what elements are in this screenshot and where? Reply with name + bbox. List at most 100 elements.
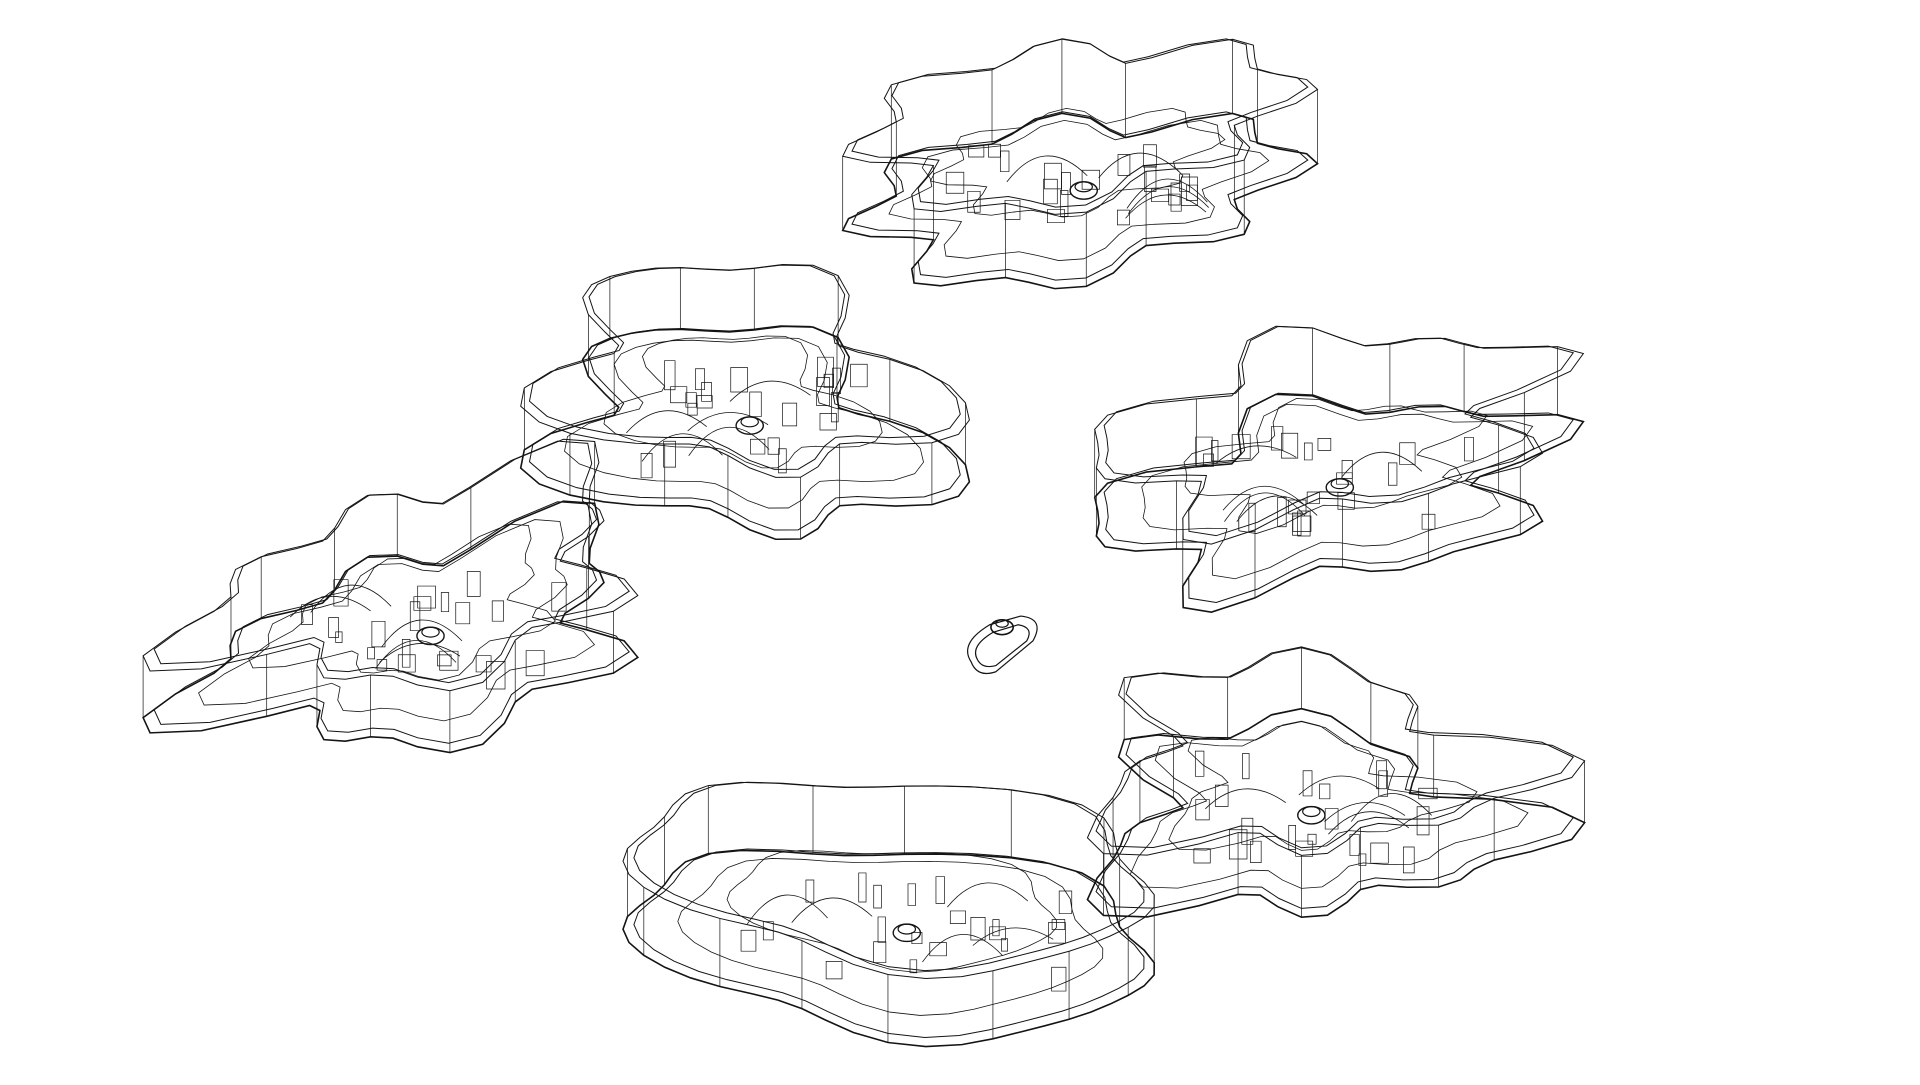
- piece-inner-block: [910, 960, 917, 973]
- piece-inner-curve: [642, 434, 722, 462]
- piece-inner-block: [946, 172, 964, 193]
- piece-left: [143, 439, 638, 752]
- piece-inner-block: [1118, 154, 1130, 175]
- piece-nut-ring: [1070, 182, 1097, 199]
- piece-inner-block: [1419, 788, 1437, 798]
- piece-inner-wall: [931, 108, 1225, 217]
- piece-inner-curve: [1299, 776, 1379, 795]
- piece-inner-block: [908, 884, 916, 906]
- piece-inner-block: [1271, 427, 1282, 450]
- piece-inner-curve: [1237, 496, 1317, 522]
- piece-inner-block: [688, 403, 697, 415]
- piece-inner-curve: [689, 427, 769, 455]
- piece-inner-block: [440, 651, 458, 670]
- piece-inner-curve: [1325, 803, 1405, 822]
- piece-inner-block: [1059, 891, 1072, 914]
- piece-nut-hole: [1303, 807, 1320, 817]
- piece-base-rim: [1104, 393, 1573, 602]
- piece-inner-block: [1242, 818, 1253, 844]
- piece-inner-block: [1242, 754, 1249, 779]
- piece-inner-block: [750, 439, 764, 454]
- piece-inner-block: [1298, 511, 1310, 536]
- piece-inner-block: [968, 191, 980, 212]
- piece-wall-top: [521, 264, 970, 477]
- piece-wall-top: [623, 782, 1154, 978]
- piece-wall-top: [143, 439, 638, 690]
- piece-inner-curve: [311, 585, 391, 612]
- piece-inner-block: [878, 917, 885, 942]
- piece-nut-hole: [898, 924, 915, 934]
- piece-inner-block: [763, 922, 773, 940]
- piece-inner-block: [664, 361, 675, 390]
- piece-inner-block: [936, 877, 945, 904]
- piece-inner-curve: [1351, 794, 1431, 822]
- piece-base-outline: [623, 850, 1154, 1046]
- piece-nut-hole: [1075, 182, 1092, 192]
- piece-inner-block: [1465, 437, 1474, 461]
- piece-inner-block: [824, 374, 834, 387]
- piece-inner-wall: [604, 336, 882, 468]
- piece-inner-block: [418, 586, 436, 608]
- piece-inner-block: [874, 885, 882, 908]
- piece-inner-curve: [1216, 446, 1296, 464]
- piece-inner-block: [1117, 210, 1129, 225]
- piece-inner-block: [750, 392, 762, 417]
- piece-inner-block: [1250, 841, 1261, 862]
- piece-inner-curve: [382, 620, 462, 647]
- piece-inner-block: [990, 927, 1006, 940]
- piece-inner-floor: [1130, 722, 1528, 889]
- piece-inner-floor: [199, 520, 595, 721]
- piece-inner-curve: [1126, 195, 1206, 218]
- piece-inner-block: [334, 580, 348, 606]
- piece-inner-curve: [922, 934, 1002, 962]
- piece-inner-block: [467, 572, 480, 597]
- piece-inner-block: [1338, 493, 1354, 510]
- piece-inner-block: [1278, 497, 1287, 526]
- piece-inner-block: [1203, 454, 1213, 466]
- piece-inner-block: [1303, 771, 1312, 796]
- center-connector: [968, 616, 1038, 673]
- piece-base-rim: [154, 502, 629, 743]
- piece-inner-block: [783, 403, 797, 426]
- piece-inner-block: [1400, 443, 1415, 465]
- piece-inner-block: [438, 655, 452, 666]
- piece-wall-top-inner: [529, 265, 960, 469]
- piece-inner-block: [826, 961, 842, 979]
- piece-inner-curve: [380, 643, 460, 662]
- piece-inner-floor: [564, 338, 923, 508]
- piece-nut-hole: [1331, 479, 1348, 489]
- piece-inner-curve: [1127, 179, 1207, 208]
- piece-inner-block: [1377, 761, 1387, 789]
- piece-inner-block: [1388, 463, 1397, 485]
- piece-inner-block: [1005, 200, 1020, 219]
- piece-inner-block: [410, 602, 420, 631]
- piece-inner-block: [912, 932, 922, 943]
- piece-inner-block: [741, 930, 756, 951]
- piece-inner-block: [1196, 437, 1212, 465]
- piece-nut-ring: [417, 627, 444, 644]
- piece-inner-block: [526, 651, 544, 676]
- piece-inner-curve: [1007, 156, 1087, 182]
- piece-inner-block: [1044, 163, 1061, 189]
- piece-inner-curve: [1223, 486, 1303, 510]
- piece-inner-block: [1293, 513, 1302, 535]
- piece-inner-block: [1215, 785, 1228, 806]
- piece-inner-block: [456, 603, 470, 624]
- piece-inner-block: [1000, 151, 1009, 172]
- piece-inner-block: [1281, 433, 1297, 458]
- piece-inner-block: [377, 660, 387, 670]
- piece-inner-curve: [747, 895, 827, 924]
- piece-nut-hole: [422, 627, 439, 637]
- piece-wall-top-inner: [1104, 326, 1573, 535]
- piece-base-rim: [1096, 708, 1573, 908]
- piece-inner-block: [686, 393, 696, 408]
- piece-inner-wall: [249, 524, 556, 680]
- piece-inner-block: [368, 648, 375, 659]
- piece-inner-block: [778, 449, 786, 473]
- piece-inner-block: [950, 911, 965, 924]
- piece-inner-block: [969, 146, 984, 157]
- piece-inner-block: [1143, 145, 1156, 167]
- piece-inner-block: [930, 943, 947, 956]
- connector-loop-inner: [976, 625, 1030, 667]
- piece-inner-block: [1318, 438, 1331, 450]
